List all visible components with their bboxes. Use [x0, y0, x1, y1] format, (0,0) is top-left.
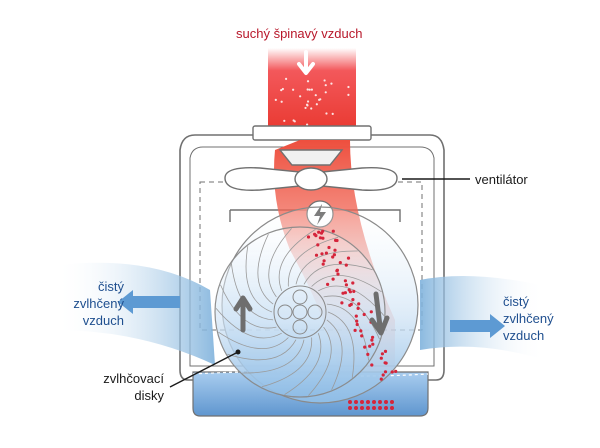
output-right-label: čistý zvlhčený vzduch	[503, 294, 554, 343]
disc-hub	[273, 285, 327, 339]
discs-leader-line	[169, 351, 239, 388]
arrow-up-icon	[233, 295, 253, 333]
fan	[224, 149, 398, 191]
fan-label: ventilátor	[475, 172, 528, 187]
arrow-down-icon	[369, 291, 390, 336]
discs-label: zvlhčovací disky	[103, 371, 164, 403]
intake-label: suchý špinavý vzduch	[236, 26, 363, 41]
arrow-down-icon	[297, 50, 315, 75]
clean-air-left	[55, 262, 215, 365]
intake-airflow	[268, 48, 356, 138]
humidifier-discs	[214, 206, 419, 410]
output-left-label: čistý zvlhčený vzduch	[73, 279, 124, 328]
clean-air-right	[420, 276, 545, 360]
